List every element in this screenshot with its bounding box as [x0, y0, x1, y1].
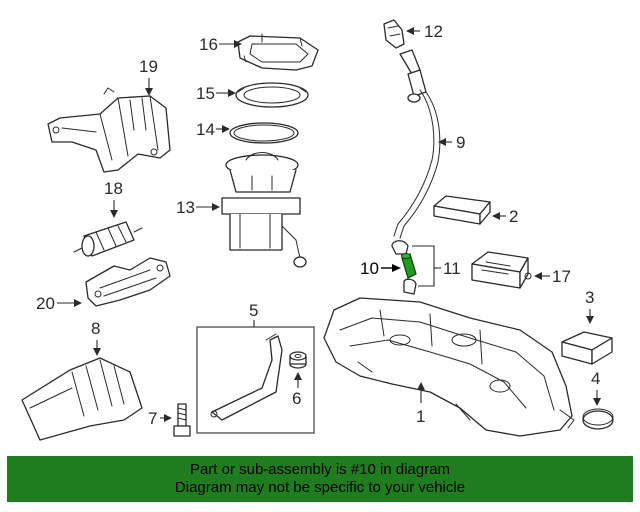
part-9-filler-pipe[interactable]	[393, 49, 441, 239]
callout-7: 7	[148, 409, 172, 428]
part-6-nut[interactable]	[289, 351, 307, 369]
callout-1: 1	[416, 382, 425, 426]
info-banner: Part or sub-assembly is #10 in diagram D…	[7, 456, 633, 502]
callout-4: 4	[591, 369, 601, 406]
callout-14: 14	[196, 120, 230, 139]
svg-text:18: 18	[104, 179, 123, 198]
part-10-hose-highlighted[interactable]	[401, 253, 417, 279]
callout-8: 8	[91, 319, 101, 356]
svg-text:20: 20	[36, 294, 55, 313]
callout-15: 15	[196, 84, 236, 103]
part-18-fuel-filter[interactable]	[73, 221, 143, 257]
svg-text:11: 11	[443, 259, 461, 278]
svg-text:12: 12	[424, 22, 443, 41]
part-7-bolt[interactable]	[173, 403, 191, 437]
callout-20: 20	[36, 294, 82, 313]
part-5-strap-group[interactable]	[196, 326, 315, 434]
callout-17: 17	[534, 267, 571, 286]
banner-line-disclaimer: Diagram may not be specific to your vehi…	[174, 479, 466, 496]
svg-text:4: 4	[591, 369, 600, 388]
callout-12: 12	[406, 22, 443, 41]
svg-text:19: 19	[139, 57, 158, 76]
svg-text:2: 2	[509, 207, 518, 226]
part-3-pad[interactable]	[561, 331, 613, 365]
part-1-fuel-tank[interactable]	[323, 297, 575, 437]
callout-6: 6	[292, 372, 302, 408]
callout-16: 16	[199, 35, 242, 54]
parts-diagram: 16 15 14 13	[21, 19, 614, 441]
part-20-bracket[interactable]	[85, 257, 171, 307]
callout-5: 5	[249, 301, 258, 327]
callout-11: 11	[434, 259, 461, 278]
callout-13: 13	[176, 198, 220, 217]
part-12-filler-cap[interactable]	[383, 19, 405, 49]
part-15-lock-ring[interactable]	[235, 82, 309, 108]
svg-text:13: 13	[176, 198, 195, 217]
part-2-module[interactable]	[433, 195, 491, 225]
svg-text:3: 3	[585, 288, 594, 307]
part-19-heat-shield[interactable]	[47, 87, 171, 173]
callout-2: 2	[492, 207, 518, 226]
banner-line-part: Part or sub-assembly is #10 in diagram	[189, 461, 451, 478]
callout-3: 3	[585, 288, 594, 324]
callout-19: 19	[139, 57, 158, 96]
callout-18: 18	[104, 179, 123, 218]
svg-text:8: 8	[91, 319, 100, 338]
svg-text:9: 9	[456, 133, 465, 152]
part-14-seal[interactable]	[229, 122, 299, 144]
svg-text:16: 16	[199, 35, 218, 54]
svg-text:5: 5	[249, 301, 258, 320]
part-8-lower-shield[interactable]	[21, 357, 143, 441]
svg-text:7: 7	[148, 409, 157, 428]
callout-10: 10	[360, 259, 401, 278]
part-16-retaining-ring[interactable]	[237, 33, 319, 71]
callout-9: 9	[438, 133, 465, 152]
svg-text:6: 6	[292, 389, 301, 408]
svg-text:15: 15	[196, 84, 215, 103]
svg-text:14: 14	[196, 120, 215, 139]
part-17-sensor[interactable]	[471, 251, 532, 289]
svg-text:10: 10	[360, 259, 379, 278]
svg-text:1: 1	[416, 407, 425, 426]
part-13-fuel-pump[interactable]	[221, 152, 307, 268]
part-4-plug[interactable]	[582, 408, 614, 430]
part-11-hose-assembly[interactable]	[391, 240, 435, 295]
svg-text:17: 17	[552, 267, 571, 286]
